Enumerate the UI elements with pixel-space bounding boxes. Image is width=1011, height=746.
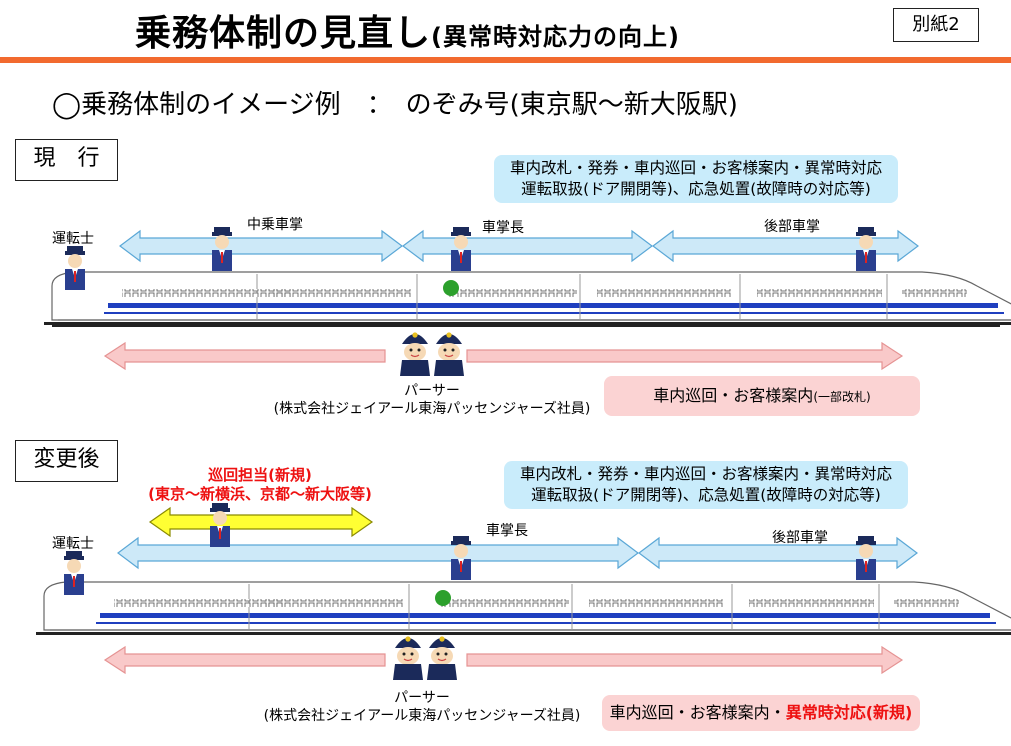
purser-duty-text: 車内巡回・お客様案内 [653,386,814,405]
driver-figure-icon [63,550,85,596]
shinkansen-train-icon [43,271,1011,326]
appendix-badge: 別紙2 [893,8,979,42]
rear-conductor-label: 後部車掌 [772,530,828,546]
page-title: 乗務体制の見直し(異常時対応力の向上) [135,4,680,56]
header-divider [0,57,1011,63]
middle-conductor-label: 中乗車掌 [247,217,303,233]
purser-figure-icon [392,635,424,681]
purser-label: パーサー [404,383,460,399]
arrow-chief-conductor-revised [117,536,639,570]
patrol-new-label: 巡回担当(新規) (東京〜新横浜、京都〜新大阪等) [136,466,384,504]
rear-conductor-label: 後部車掌 [764,219,820,235]
arrow-middle-conductor [119,229,403,263]
driver-figure-icon [64,245,86,291]
patrol-line-1: 巡回担当(新規) [208,466,312,484]
purser-figure-icon [399,331,431,377]
purser-arrow-left [103,645,386,675]
title-text: 乗務体制の見直し [135,13,432,54]
purser-duties-box-revised: 車内巡回・お客様案内・異常時対応(新規) [602,695,920,731]
patrol-line-2: (東京〜新横浜、京都〜新大阪等) [148,485,372,503]
purser-duties-box: 車内巡回・お客様案内(一部改札) [604,376,920,416]
green-car-mark-icon [435,590,451,606]
duties-line-1: 車内改札・発券・車内巡回・お客様案内・異常時対応 [509,159,882,177]
arrow-patrol-new [148,506,374,538]
purser-arrow-right [466,341,904,371]
arrow-chief-conductor [402,229,653,263]
conductor-duties-box: 車内改札・発券・車内巡回・お客様案内・異常時対応 運転取扱(ドア開閉等)、応急処… [494,155,898,203]
section-label-revised: 変更後 [15,440,118,482]
duties-line-1: 車内改札・発券・車内巡回・お客様案内・異常時対応 [519,465,892,483]
arrow-rear-conductor [652,229,919,263]
purser-company: (株式会社ジェイアール東海パッセンジャーズ社員) [273,401,591,417]
purser-label: パーサー [394,690,450,706]
shinkansen-train-icon [35,581,1011,636]
purser-caption: パーサー (株式会社ジェイアール東海パッセンジャーズ社員) [262,382,602,418]
conductor-duties-box-revised: 車内改札・発券・車内巡回・お客様案内・異常時対応 運転取扱(ドア開閉等)、応急処… [504,461,908,509]
purser-figure-icon [426,635,458,681]
purser-figure-icon [433,331,465,377]
driver-label: 運転士 [52,231,94,247]
purser-duty-text: 車内巡回・お客様案内・ [609,703,786,722]
section-heading: ◯乗務体制のイメージ例 ： のぞみ号(東京駅〜新大阪駅) [52,90,738,120]
chief-conductor-label: 車掌長 [482,220,524,236]
purser-company: (株式会社ジェイアール東海パッセンジャーズ社員) [263,708,581,724]
duties-line-2: 運転取扱(ドア開閉等)、応急処置(故障時の対応等) [521,180,871,198]
purser-caption: パーサー (株式会社ジェイアール東海パッセンジャーズ社員) [252,689,592,725]
duties-line-2: 運転取扱(ドア開閉等)、応急処置(故障時の対応等) [531,486,881,504]
chief-conductor-label: 車掌長 [486,523,528,539]
purser-arrow-right [466,645,904,675]
purser-arrow-left [103,341,386,371]
purser-duty-note: (一部改札) [813,390,871,404]
section-label-current: 現 行 [15,139,118,181]
green-car-mark-icon [443,280,459,296]
purser-duty-new: 異常時対応(新規) [785,703,913,722]
driver-label: 運転士 [52,536,94,552]
title-subtitle: (異常時対応力の向上) [431,23,680,51]
arrow-rear-conductor-revised [638,536,918,570]
